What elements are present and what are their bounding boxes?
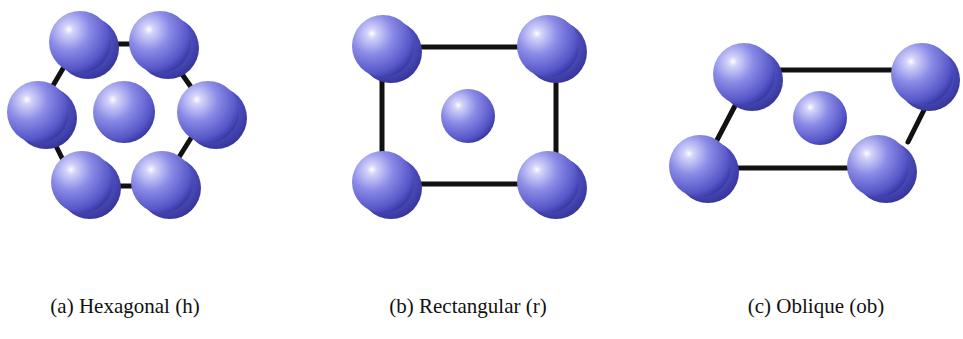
sphere	[517, 15, 579, 77]
sphere	[669, 135, 731, 197]
bond	[722, 166, 862, 171]
bond	[554, 72, 559, 160]
sphere	[517, 151, 579, 213]
sphere	[352, 151, 414, 213]
sphere	[129, 11, 191, 73]
panel-caption: (c) Oblique (ob)	[748, 294, 884, 319]
sphere	[891, 43, 953, 105]
sphere	[49, 11, 111, 73]
sphere	[441, 89, 495, 143]
bond	[405, 182, 528, 187]
sphere	[177, 81, 239, 143]
rectangular-lattice	[352, 15, 587, 219]
sphere	[51, 151, 113, 213]
bond	[716, 100, 738, 142]
sphere	[93, 81, 155, 143]
sphere	[7, 81, 69, 143]
bond	[380, 72, 385, 160]
sphere	[713, 43, 775, 105]
oblique-lattice	[669, 43, 960, 203]
sphere	[131, 151, 193, 213]
sphere	[793, 91, 847, 145]
panel-caption: (a) Hexagonal (h)	[50, 294, 199, 319]
sphere	[847, 135, 909, 197]
hexagonal-lattice	[7, 11, 247, 219]
bond	[765, 68, 905, 73]
panel-caption: (b) Rectangular (r)	[389, 294, 546, 319]
sphere	[352, 15, 414, 77]
bond	[405, 45, 528, 50]
